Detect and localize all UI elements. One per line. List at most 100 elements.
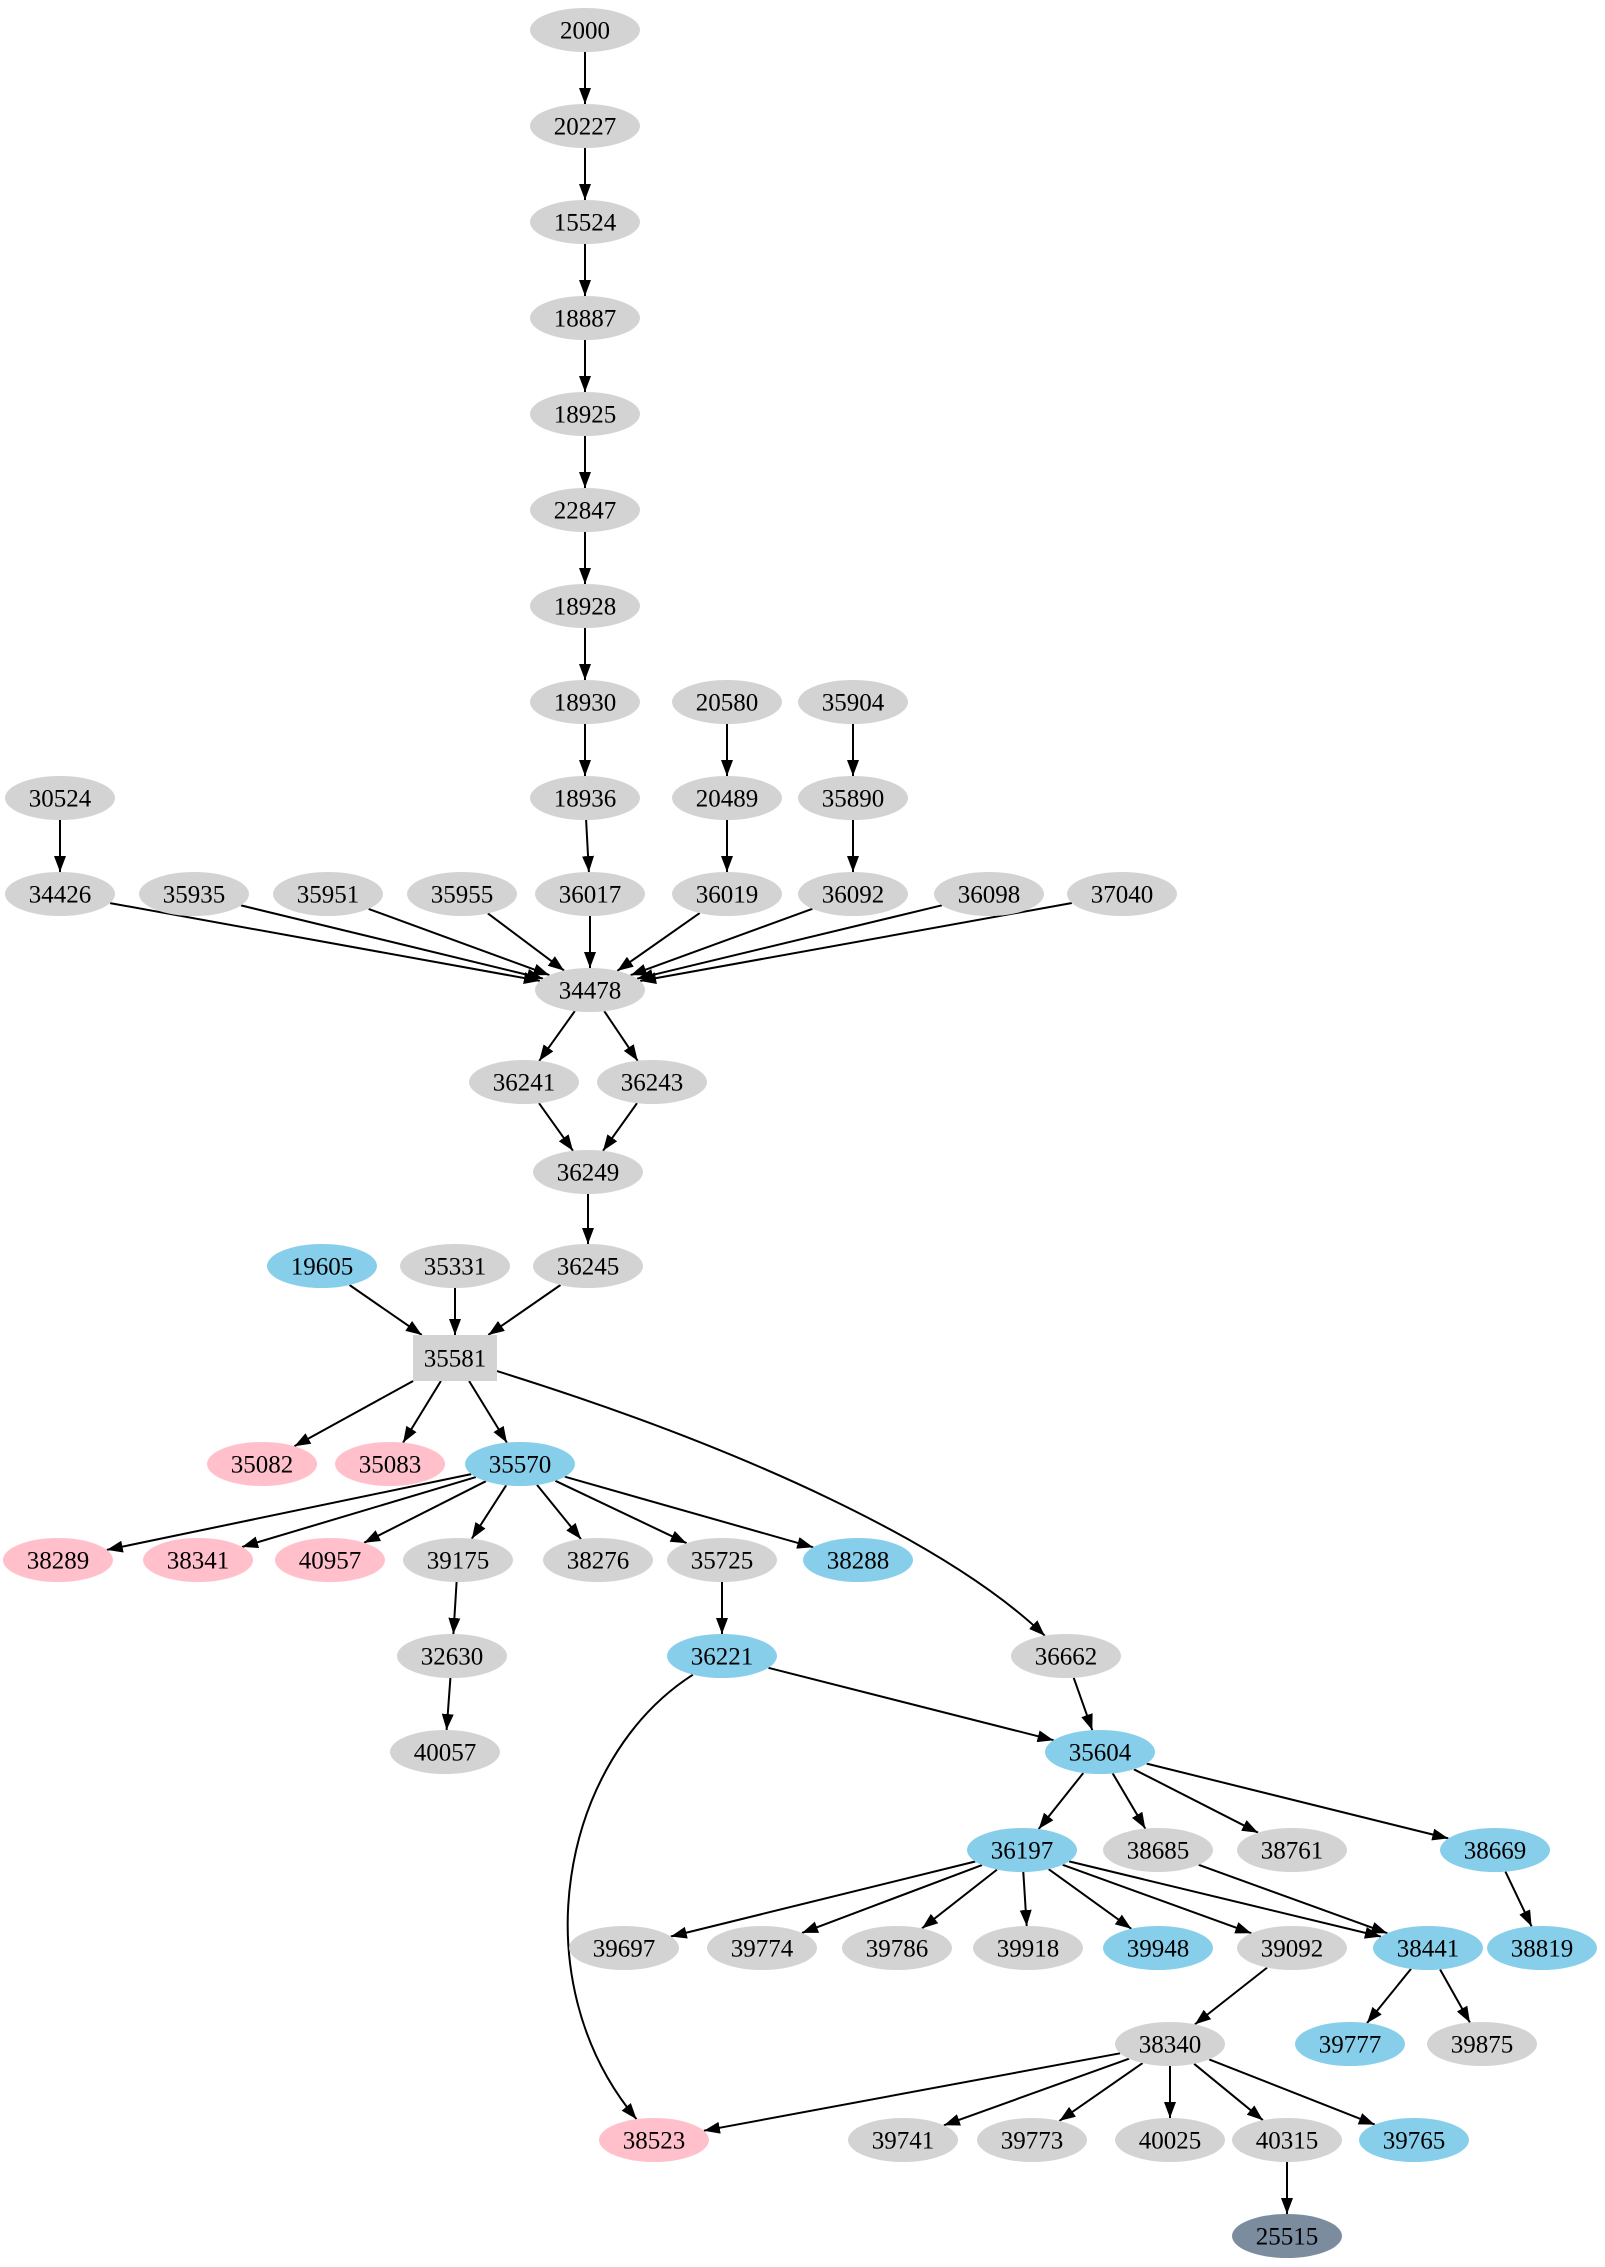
edge-35570-40957 xyxy=(363,1480,487,1544)
edge-36098-34478 xyxy=(636,904,943,981)
node-18930: 18930 xyxy=(530,680,640,724)
node-label: 35331 xyxy=(424,1253,487,1280)
node-38289: 38289 xyxy=(3,1538,113,1582)
edge-35951-34478 xyxy=(368,907,550,977)
node-18928: 18928 xyxy=(530,584,640,628)
edge-38340-38523 xyxy=(703,2052,1121,2134)
node-label: 20227 xyxy=(554,113,617,140)
node-label: 39948 xyxy=(1127,1935,1190,1962)
node-20580: 20580 xyxy=(672,680,782,724)
node-label: 20489 xyxy=(696,785,759,812)
node-39773: 39773 xyxy=(977,2118,1087,2162)
node-label: 15524 xyxy=(554,209,617,236)
node-label: 32630 xyxy=(421,1643,484,1670)
node-label: 18930 xyxy=(554,689,617,716)
node-ellipse-shape xyxy=(273,872,383,916)
node-label: 36221 xyxy=(691,1643,754,1670)
edge-36197-39948 xyxy=(1048,1868,1132,1930)
node-label: 36245 xyxy=(557,1253,620,1280)
node-label: 39875 xyxy=(1451,2031,1514,2058)
node-label: 39175 xyxy=(427,1547,490,1574)
edge-36221-38523 xyxy=(566,1673,694,2120)
node-39948: 39948 xyxy=(1103,1926,1213,1970)
node-ellipse-shape xyxy=(672,680,782,724)
node-label: 38341 xyxy=(167,1547,230,1574)
node-ellipse-shape xyxy=(1359,2118,1469,2162)
node-38669: 38669 xyxy=(1440,1828,1550,1872)
node-label: 38685 xyxy=(1127,1837,1190,1864)
node-label: 35570 xyxy=(489,1451,552,1478)
node-35083: 35083 xyxy=(335,1442,445,1486)
node-ellipse-shape xyxy=(143,1538,253,1582)
node-label: 25515 xyxy=(1256,2223,1319,2250)
node-ellipse-shape xyxy=(1103,1926,1213,1970)
edge-35955-34478 xyxy=(487,912,565,972)
node-ellipse-shape xyxy=(672,872,782,916)
node-ellipse-shape xyxy=(530,488,640,532)
node-37040: 37040 xyxy=(1067,872,1177,916)
node-25515: 25515 xyxy=(1232,2214,1342,2258)
node-ellipse-shape xyxy=(1487,1926,1597,1970)
node-30524: 30524 xyxy=(5,776,115,820)
node-ellipse-shape xyxy=(5,776,115,820)
edge-35570-38276 xyxy=(536,1484,582,1540)
node-ellipse-shape xyxy=(1232,2118,1342,2162)
node-ellipse-shape xyxy=(530,296,640,340)
node-ellipse-shape xyxy=(798,872,908,916)
node-18887: 18887 xyxy=(530,296,640,340)
node-20489: 20489 xyxy=(672,776,782,820)
edge-36243-36249 xyxy=(602,1102,638,1152)
node-label: 35725 xyxy=(691,1547,754,1574)
edge-38441-39875 xyxy=(1439,1969,1471,2023)
node-2000: 2000 xyxy=(530,8,640,52)
edge-36197-39092 xyxy=(1062,1863,1252,1935)
node-ellipse-shape xyxy=(1440,1828,1550,1872)
node-35955: 35955 xyxy=(407,872,517,916)
node-box-shape xyxy=(413,1335,497,1381)
edge-36197-39918 xyxy=(1019,1871,1032,1927)
node-35725: 35725 xyxy=(667,1538,777,1582)
node-36019: 36019 xyxy=(672,872,782,916)
node-40957: 40957 xyxy=(275,1538,385,1582)
node-ellipse-shape xyxy=(530,200,640,244)
node-ellipse-shape xyxy=(335,1442,445,1486)
node-ellipse-shape xyxy=(1237,1926,1347,1970)
edge-37040-34478 xyxy=(639,902,1073,985)
node-36662: 36662 xyxy=(1011,1634,1121,1678)
node-label: 22847 xyxy=(554,497,617,524)
node-36243: 36243 xyxy=(597,1060,707,1104)
node-38685: 38685 xyxy=(1103,1828,1213,1872)
edge-39092-38340 xyxy=(1194,1966,1268,2026)
node-20227: 20227 xyxy=(530,104,640,148)
node-label: 20580 xyxy=(696,689,759,716)
node-15524: 15524 xyxy=(530,200,640,244)
node-35890: 35890 xyxy=(798,776,908,820)
node-40057: 40057 xyxy=(390,1730,500,1774)
node-label: 36241 xyxy=(493,1069,556,1096)
node-ellipse-shape xyxy=(530,776,640,820)
node-ellipse-shape xyxy=(533,1244,643,1288)
node-36245: 36245 xyxy=(533,1244,643,1288)
node-38288: 38288 xyxy=(803,1538,913,1582)
edge-38441-39777 xyxy=(1366,1968,1412,2024)
edge-35581-35570 xyxy=(468,1380,508,1444)
node-label: 34478 xyxy=(559,977,622,1004)
edge-36245-35581 xyxy=(487,1284,562,1336)
node-38441: 38441 xyxy=(1373,1926,1483,1970)
node-39774: 39774 xyxy=(707,1926,817,1970)
edge-35581-36662 xyxy=(496,1370,1046,1637)
node-label: 40057 xyxy=(414,1739,477,1766)
node-40025: 40025 xyxy=(1115,2118,1225,2162)
node-ellipse-shape xyxy=(1103,1828,1213,1872)
node-label: 35935 xyxy=(163,881,226,908)
node-39741: 39741 xyxy=(848,2118,958,2162)
node-22847: 22847 xyxy=(530,488,640,532)
node-ellipse-shape xyxy=(1115,2118,1225,2162)
edge-35570-39175 xyxy=(470,1484,508,1540)
node-label: 38276 xyxy=(567,1547,630,1574)
node-ellipse-shape xyxy=(267,1244,377,1288)
node-35570: 35570 xyxy=(465,1442,575,1486)
edge-36662-35604 xyxy=(1072,1677,1094,1731)
edge-36241-36249 xyxy=(538,1102,574,1152)
node-ellipse-shape xyxy=(407,872,517,916)
